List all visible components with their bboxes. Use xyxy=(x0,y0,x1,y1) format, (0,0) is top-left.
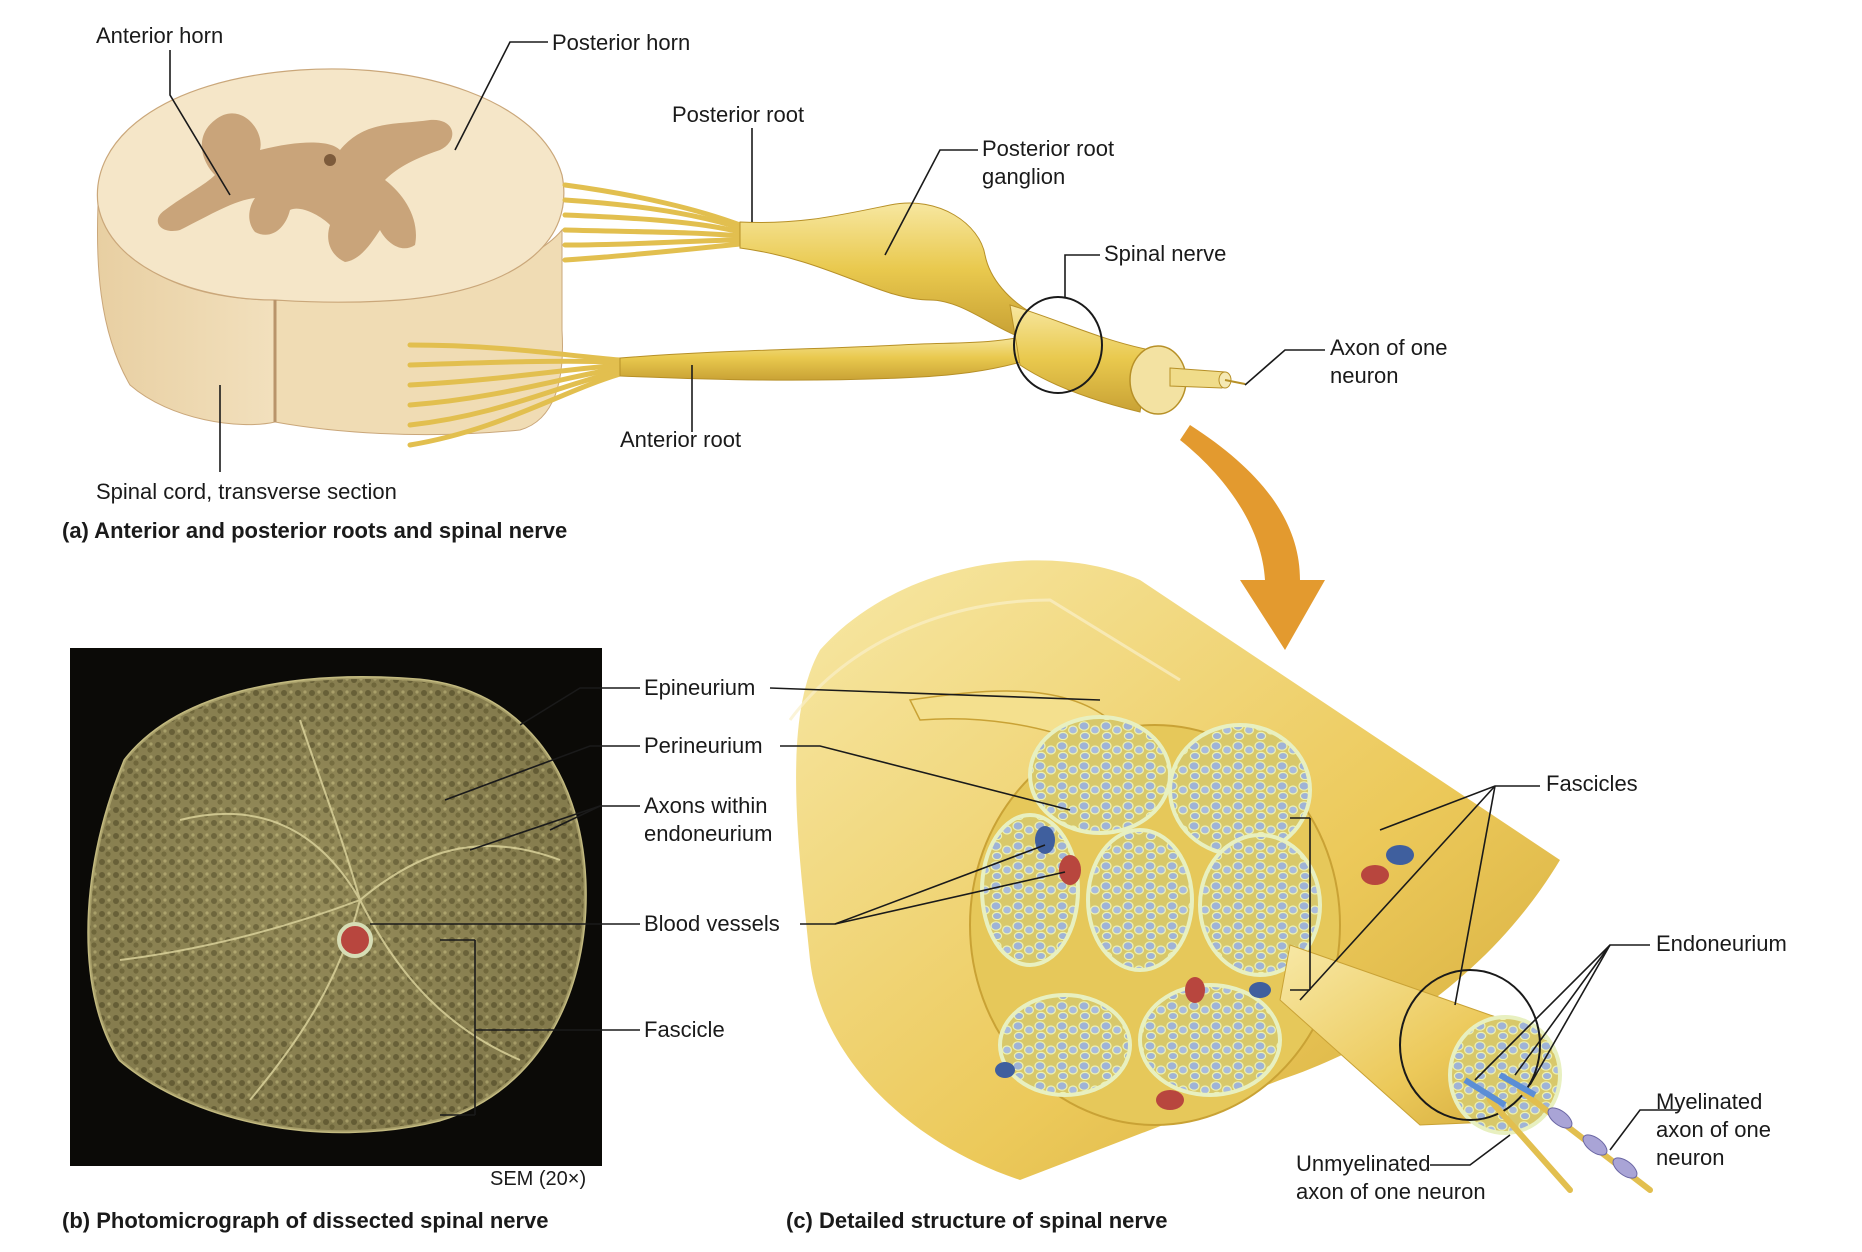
label-posterior-horn: Posterior horn xyxy=(552,30,691,55)
label-spinal-cord-section: Spinal cord, transverse section xyxy=(96,479,397,504)
fascicle xyxy=(1168,723,1312,857)
blood-vessel-artery xyxy=(1361,865,1389,885)
fascicle xyxy=(980,813,1080,967)
label-line: Axons within xyxy=(644,793,768,818)
fascicle xyxy=(1086,828,1194,972)
panel-a-illustration xyxy=(96,41,1325,650)
label-posterior-root-ganglion: Posterior root ganglion xyxy=(982,135,1114,191)
label-line: axon of one neuron xyxy=(1296,1179,1486,1204)
blood-vessel-artery xyxy=(1156,1090,1184,1110)
anterior-root-shape xyxy=(619,334,1036,381)
gray-matter xyxy=(157,113,453,262)
label-line: ganglion xyxy=(982,164,1066,189)
blood-vessel-artery xyxy=(1185,977,1205,1003)
label-epineurium: Epineurium xyxy=(644,675,756,700)
label-line: Posterior root xyxy=(982,136,1115,161)
blood-vessel-vein xyxy=(1249,982,1271,998)
label-line: Myelinated xyxy=(1656,1089,1763,1114)
label-unmyelinated-axon: Unmyelinated axon of one neuron xyxy=(1296,1150,1486,1206)
label-line: Axon of one xyxy=(1330,335,1448,360)
label-line: axon of one xyxy=(1656,1117,1771,1142)
label-perineurium: Perineurium xyxy=(644,733,763,758)
fascicle-ring xyxy=(1399,969,1541,1121)
caption-panel-a: (a) Anterior and posterior roots and spi… xyxy=(62,518,568,543)
blood-vessel-artery xyxy=(1059,855,1081,885)
fascicle xyxy=(1028,715,1172,835)
blood-vessel-vein xyxy=(1035,826,1055,854)
label-anterior-root: Anterior root xyxy=(620,427,742,452)
unmyelinated-axon-shape xyxy=(1487,1097,1573,1193)
fascicle xyxy=(998,993,1132,1097)
label-blood-vessels: Blood vessels xyxy=(644,911,780,936)
panel-c-illustration xyxy=(769,560,1680,1193)
label-endoneurium: Endoneurium xyxy=(1656,931,1787,956)
spinal-nerve-shape xyxy=(1009,304,1151,413)
blood-vessel-vein xyxy=(1386,845,1414,865)
panel-b-photomicrograph xyxy=(70,648,640,1166)
label-myelinated-axon: Myelinated axon of one neuron xyxy=(1656,1088,1771,1172)
sem-magnification: SEM (20×) xyxy=(490,1168,587,1190)
label-posterior-root: Posterior root xyxy=(672,102,805,127)
label-spinal-nerve: Spinal nerve xyxy=(1104,241,1227,266)
label-axons-within-endoneurium: Axons within endoneurium xyxy=(644,792,772,848)
fascicle xyxy=(1138,983,1282,1097)
label-line: neuron xyxy=(1330,363,1399,388)
label-line: endoneurium xyxy=(644,821,773,846)
caption-panel-c: (c) Detailed structure of spinal nerve xyxy=(786,1208,1168,1233)
label-axon-of-one-neuron: Axon of one neuron xyxy=(1330,334,1447,390)
label-fascicle: Fascicle xyxy=(644,1017,725,1042)
spinal-nerve-circle xyxy=(1013,296,1103,394)
zoom-arrow xyxy=(1180,425,1325,650)
fascicle xyxy=(1198,833,1322,977)
caption-panel-b: (b) Photomicrograph of dissected spinal … xyxy=(62,1208,549,1233)
posterior-root-shape xyxy=(739,202,1031,336)
label-anterior-horn: Anterior horn xyxy=(96,23,224,48)
label-line: Unmyelinated xyxy=(1296,1151,1431,1176)
label-line: neuron xyxy=(1656,1145,1725,1170)
blood-vessel-vein xyxy=(995,1062,1015,1078)
sem-blood-vessel xyxy=(337,922,373,958)
label-fascicles: Fascicles xyxy=(1546,771,1638,796)
